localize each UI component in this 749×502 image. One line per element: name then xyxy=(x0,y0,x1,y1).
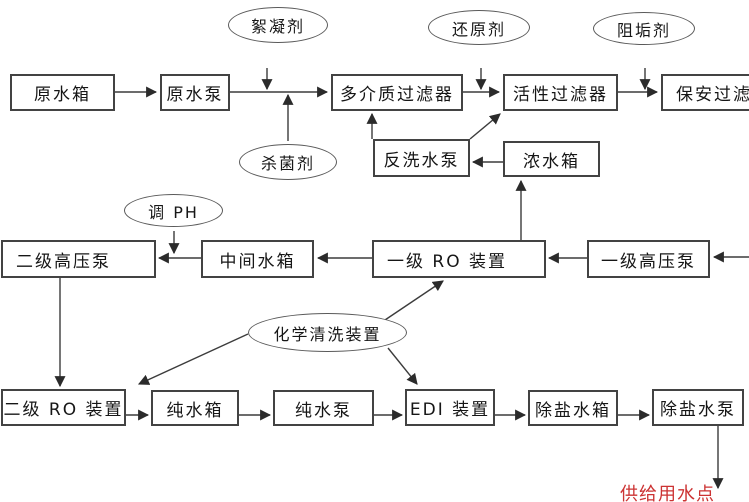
node-demin-water-pump: 除盐水泵 xyxy=(652,389,744,426)
node-security-filter: 保安过滤器 xyxy=(661,74,749,111)
ellipse-antiscalant: 阻垢剂 xyxy=(593,12,695,45)
edge-backwash-to-activated xyxy=(469,113,501,140)
node-intermediate-tank: 中间水箱 xyxy=(201,240,314,278)
ellipse-flocculant: 絮凝剂 xyxy=(228,7,328,43)
ellipse-ph-adjust: 调 PH xyxy=(124,194,223,227)
node-multimedia-filter: 多介质过滤器 xyxy=(331,74,463,111)
node-activated-filter: 活性过滤器 xyxy=(503,74,618,111)
node-stage1-hp-pump: 一级高压泵 xyxy=(587,240,710,278)
node-stage1-ro-unit: 一级 RO 装置 xyxy=(372,240,546,278)
node-pure-water-tank: 纯水箱 xyxy=(151,390,239,426)
node-raw-water-pump: 原水泵 xyxy=(160,74,230,111)
edge-cleaning-to-ro1 xyxy=(381,280,444,323)
ellipse-reducing-agent: 还原剂 xyxy=(428,10,530,45)
edge-cleaning-to-ro2 xyxy=(138,333,249,385)
ellipse-bactericide: 杀菌剂 xyxy=(239,144,337,180)
node-stage2-ro-unit: 二级 RO 装置 xyxy=(1,389,126,426)
node-edi-unit: EDI 装置 xyxy=(405,389,495,426)
node-backwash-pump: 反洗水泵 xyxy=(373,139,470,177)
node-raw-water-tank: 原水箱 xyxy=(10,74,115,111)
ellipse-chemical-cleaning: 化学清洗装置 xyxy=(248,313,407,352)
node-concentrate-tank: 浓水箱 xyxy=(503,141,600,177)
supply-point-label: 供给用水点 xyxy=(620,484,715,502)
node-pure-water-pump: 纯水泵 xyxy=(273,390,374,426)
edge-cleaning-to-edi xyxy=(387,347,418,385)
node-demin-water-tank: 除盐水箱 xyxy=(528,390,618,426)
node-stage2-hp-pump: 二级高压泵 xyxy=(1,240,156,278)
